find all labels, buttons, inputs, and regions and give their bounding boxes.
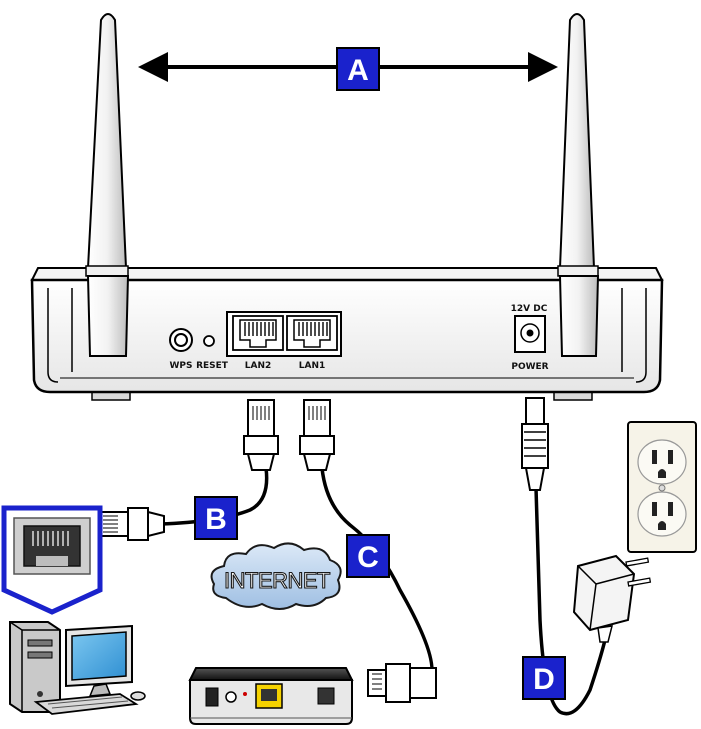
power-port[interactable]: [514, 315, 546, 353]
internet-cloud: INTERNET: [210, 542, 342, 610]
reset-button[interactable]: [203, 335, 215, 347]
power-adapter: [572, 554, 652, 643]
callout-c-label: C: [357, 541, 379, 574]
power-label: POWER: [511, 362, 548, 372]
lan2-label: LAN2: [245, 361, 272, 371]
lan2-port[interactable]: [232, 315, 284, 351]
ethernet-plug-pc: [97, 507, 165, 541]
power-rating-label: 12V DC: [511, 304, 548, 314]
callout-a-label: A: [347, 54, 369, 87]
cable-b: [158, 466, 269, 526]
ethernet-plug-b: [243, 399, 279, 471]
outlet-socket-top: [637, 439, 687, 485]
pc-screen: [71, 631, 127, 681]
lan1-port[interactable]: [286, 315, 338, 351]
lan-ports: [226, 311, 342, 357]
wall-outlet: [627, 421, 697, 553]
outlet-socket-bottom: [637, 491, 687, 537]
router: WPS RESET: [30, 267, 664, 401]
ethernet-plug-modem: [367, 663, 437, 703]
callout-b-label: B: [205, 503, 227, 536]
antenna-right: [557, 13, 600, 357]
pc-keyboard: [33, 693, 139, 715]
pc-ethernet-port-inset: [1, 505, 103, 615]
pc-tower: [9, 621, 61, 713]
lan1-label: LAN1: [299, 361, 326, 371]
modem-power-port: [205, 687, 219, 707]
callout-d: D: [522, 656, 566, 700]
pc-mouse: [130, 691, 146, 701]
router-back-panel: [30, 278, 664, 394]
dc-power-plug: [521, 397, 549, 491]
cable-d: [534, 486, 607, 716]
callout-d-label: D: [533, 663, 555, 696]
computer: [9, 621, 146, 715]
modem: [188, 667, 354, 725]
antenna-left: [85, 13, 130, 357]
callout-b: B: [194, 496, 238, 540]
callout-c: C: [346, 534, 390, 578]
wps-label: WPS: [169, 361, 192, 371]
modem-line-port: [317, 687, 335, 705]
reset-label: RESET: [196, 361, 229, 371]
callout-a: A: [336, 47, 380, 91]
internet-label: INTERNET: [224, 568, 330, 593]
ethernet-plug-c: [299, 399, 335, 471]
